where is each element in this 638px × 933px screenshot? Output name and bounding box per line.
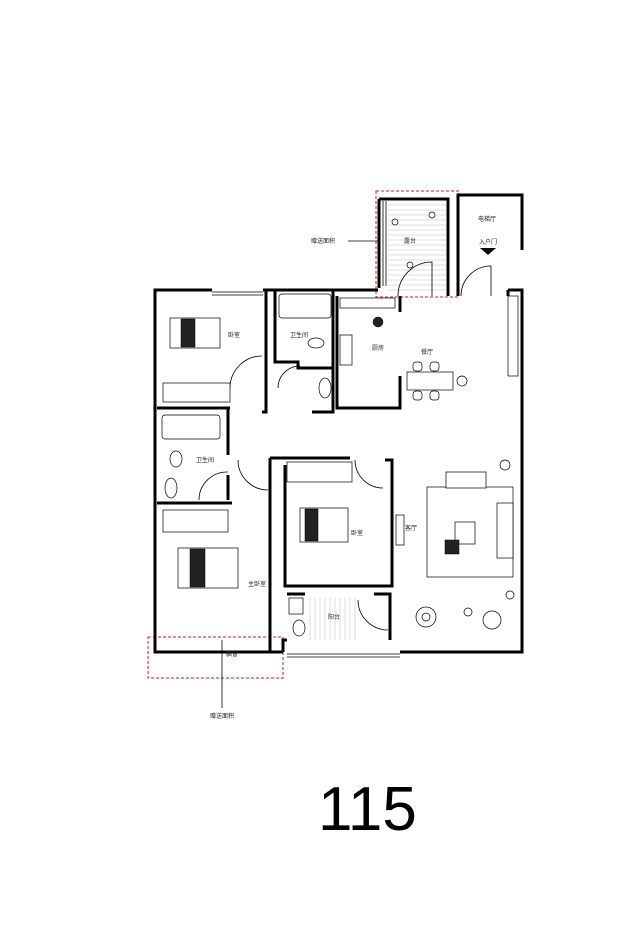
toilet-north (307, 337, 325, 349)
wardrobe-master (162, 509, 229, 533)
toilet-west (169, 450, 183, 468)
bathtub-west (161, 414, 221, 440)
tv-stand (395, 514, 405, 546)
bedroom-center-label: 卧室 (351, 529, 363, 537)
doors (198, 261, 492, 631)
wardrobe-nw (162, 382, 231, 403)
bathtub-north (278, 293, 332, 319)
dining-room-label: 餐厅 (421, 348, 433, 356)
area-label: 115 (318, 775, 417, 844)
balcony-washbasin (288, 597, 306, 637)
bathroom-west-label: 卫生间 (196, 456, 214, 464)
elevator-hall-label: 电梯厅 (478, 215, 496, 223)
bed-master (177, 547, 239, 589)
interior-walls (157, 290, 510, 652)
master-bedroom-label: 主卧室 (248, 580, 266, 588)
dining-table (406, 361, 468, 401)
terrace-label: 露台 (404, 237, 416, 245)
terrace-deck (388, 204, 446, 291)
living-rug-sofa (426, 471, 514, 578)
plants (391, 211, 515, 630)
entrance-door-label: 入户门 (479, 238, 497, 246)
living-room-label: 客厅 (405, 524, 417, 532)
sink-north (318, 377, 332, 399)
gift-area-label-top: 赠送面积 (311, 237, 335, 245)
entrance-arrow-icon (480, 248, 496, 255)
bay-window-gift-area-outline (147, 636, 284, 679)
cabinet-east (507, 295, 519, 377)
wardrobe-center (286, 461, 353, 483)
gift-area-label-bottom: 赠送面积 (210, 712, 234, 720)
outer-walls (153, 193, 524, 658)
kitchen-label: 厨房 (372, 344, 384, 352)
bay-window-label: 飘窗 (226, 650, 238, 658)
bedroom-nw-label: 卧室 (228, 331, 240, 339)
sink-west (164, 477, 178, 499)
kitchen-counter (339, 297, 396, 366)
bed-nw (169, 317, 221, 349)
balcony-label: 阳台 (328, 613, 340, 621)
bed-center (299, 507, 349, 543)
balcony-deck (309, 598, 356, 640)
bathroom-north-label: 卫生间 (290, 331, 308, 339)
